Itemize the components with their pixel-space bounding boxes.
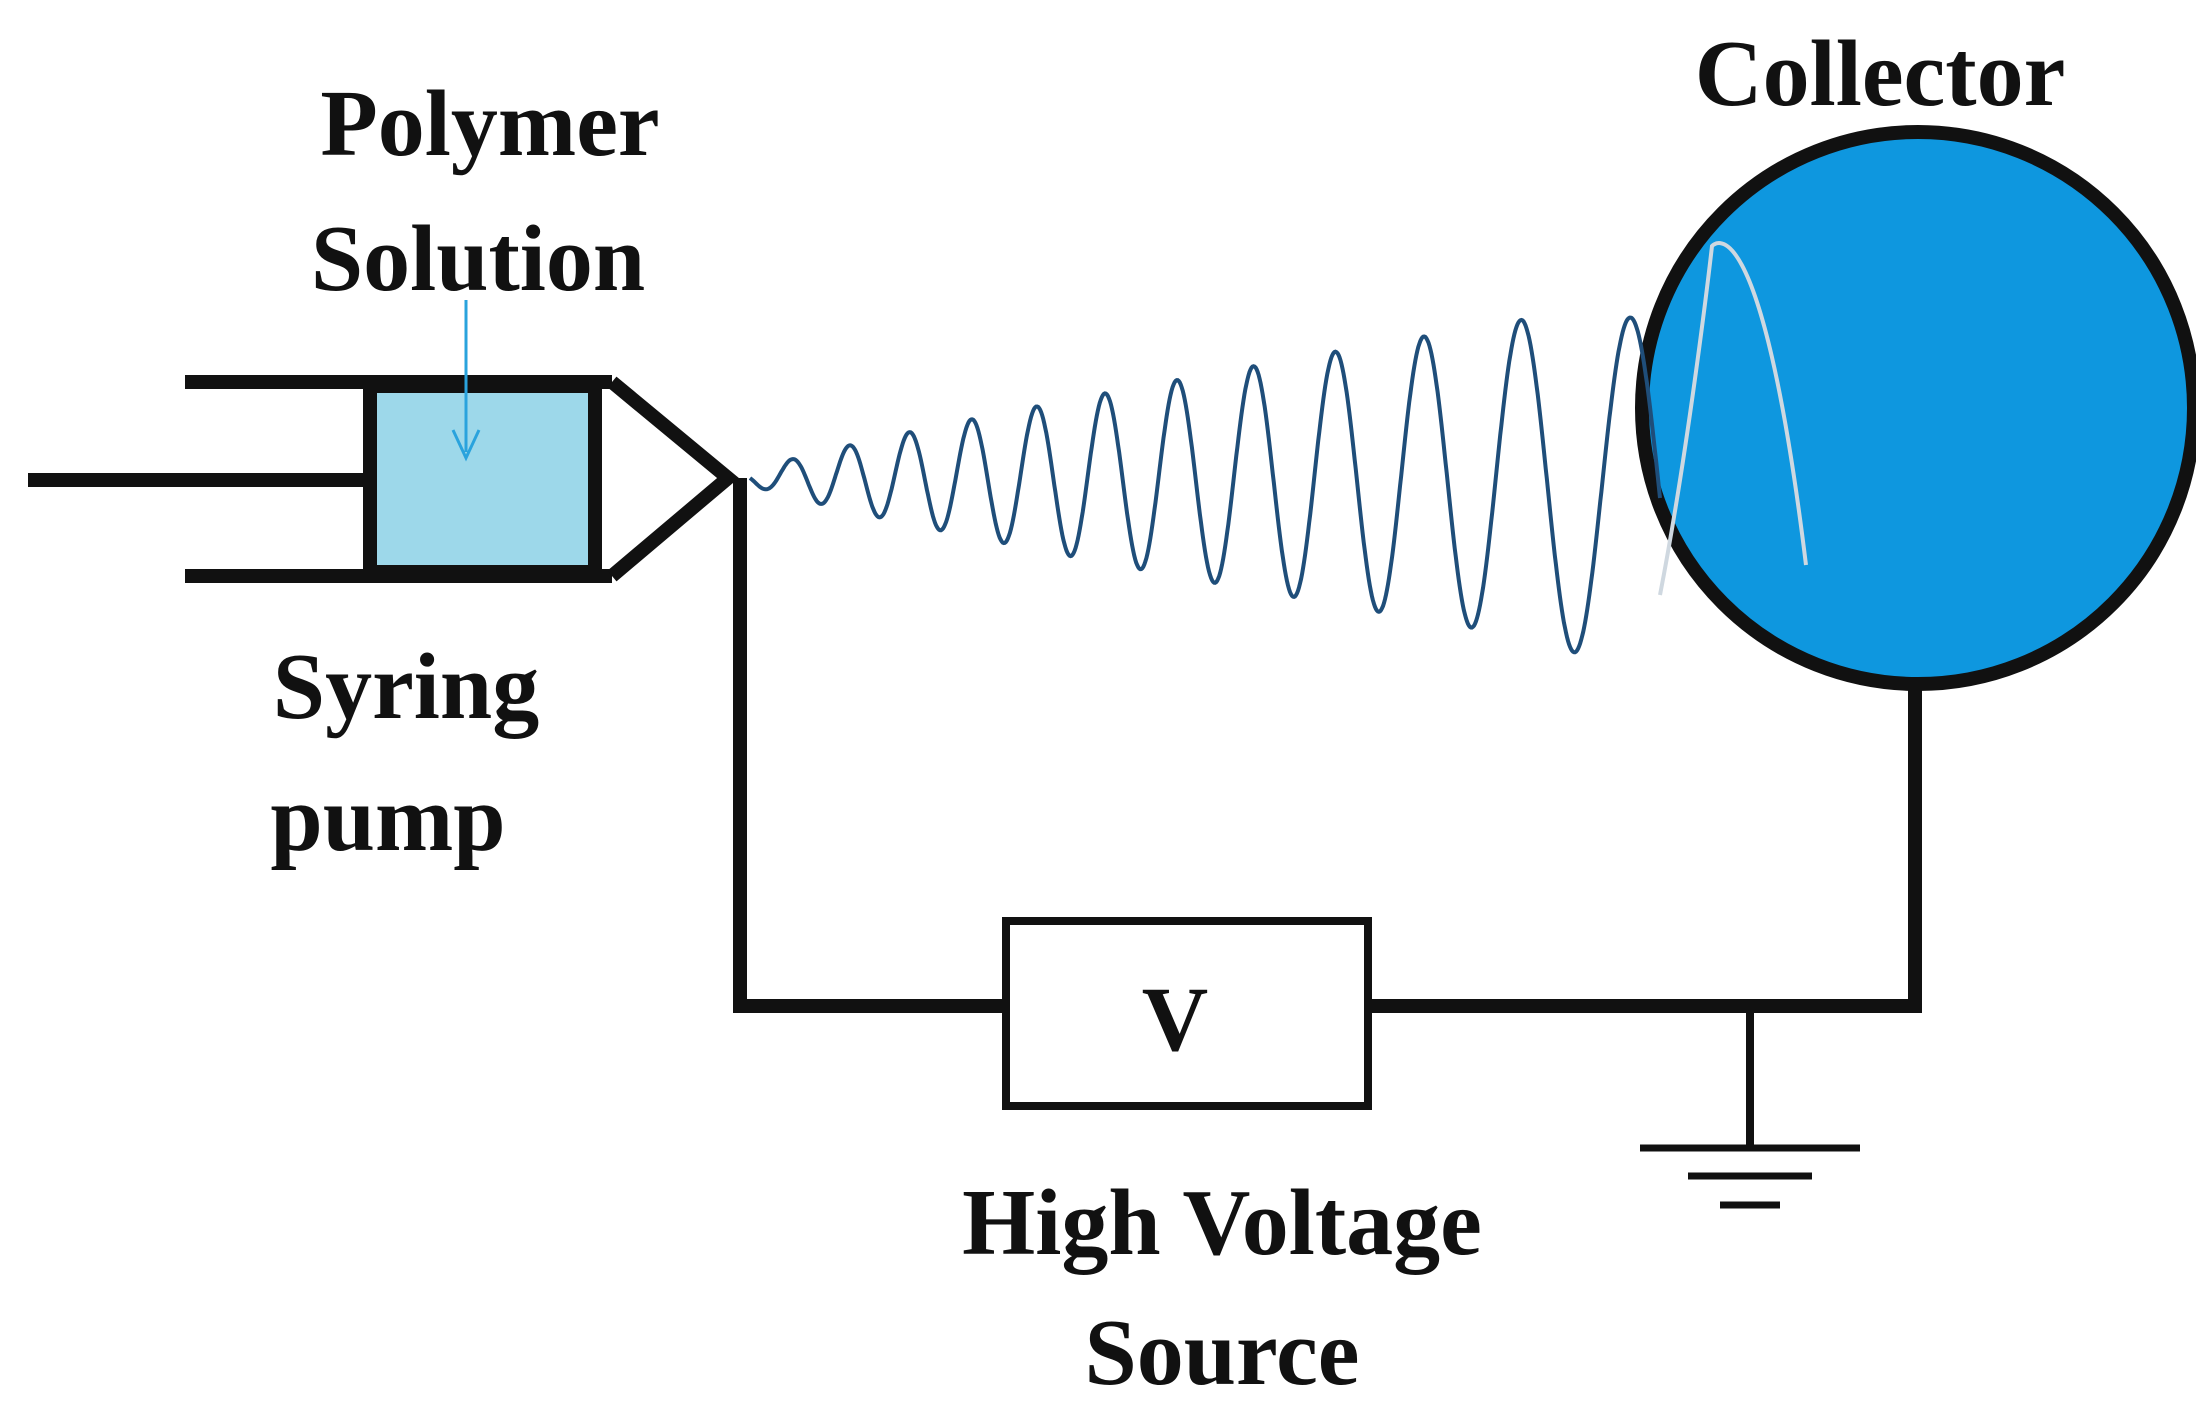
ground-icon — [1640, 1006, 1860, 1209]
polymer-solution-label-line1: Polymer — [320, 72, 659, 176]
collector-label: Collector — [1695, 22, 2066, 126]
collector-drum — [1635, 125, 2196, 691]
syringe-needle-cone — [607, 376, 739, 582]
high-voltage-label-line1: High Voltage — [962, 1171, 1482, 1275]
wire-source-to-collector — [1368, 682, 1922, 1013]
high-voltage-source-box — [1002, 917, 1372, 1110]
syringe-pump-label-line2: pump — [270, 767, 505, 871]
syringe-pump-label-line1: Syring — [273, 635, 539, 739]
solution-arrow-icon — [451, 300, 481, 462]
voltage-symbol: V — [1142, 968, 1208, 1070]
wire-needle-to-source — [733, 478, 1006, 1013]
polymer-jet — [748, 315, 1662, 655]
polymer-solution-label-line2: Solution — [311, 207, 645, 311]
high-voltage-label-line2: Source — [1084, 1301, 1359, 1405]
polymer-solution-chamber — [363, 379, 602, 579]
deposited-fiber — [1658, 241, 1808, 596]
